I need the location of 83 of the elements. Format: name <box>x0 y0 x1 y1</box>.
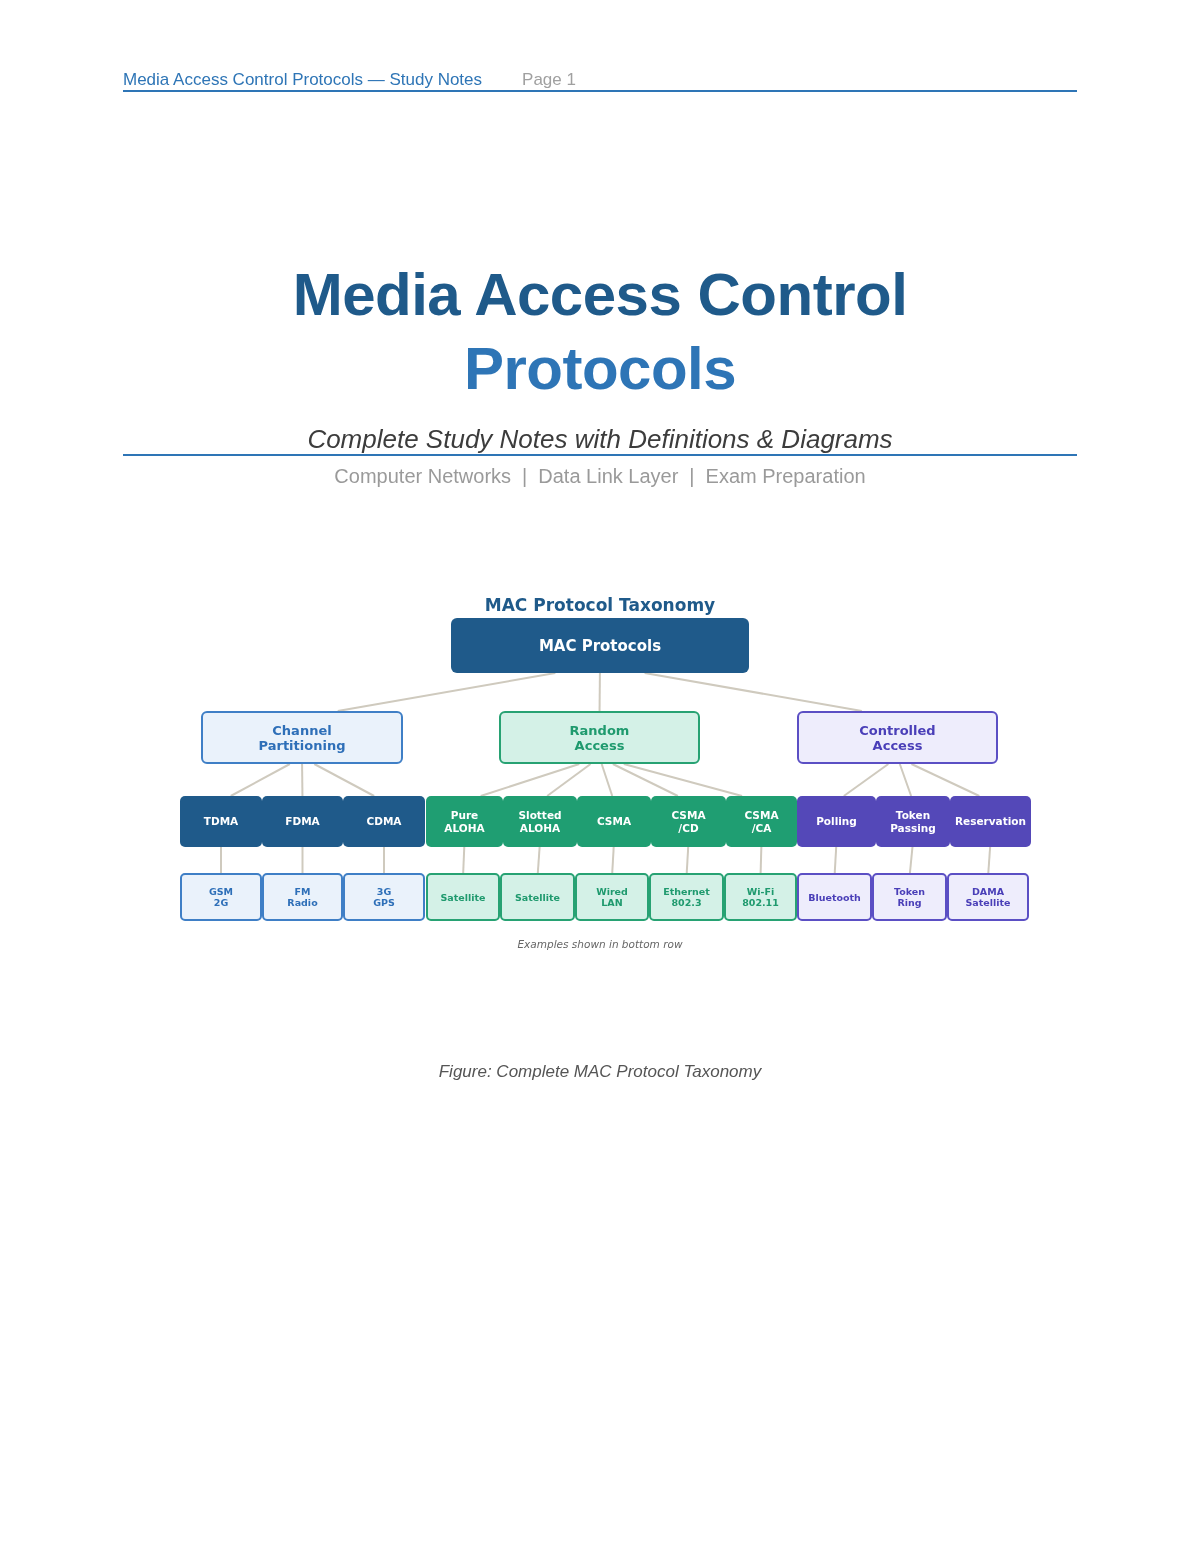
protocol-box <box>726 796 797 847</box>
node-label: Slotted ALOHA <box>518 808 562 835</box>
node-label: Random Access <box>569 722 630 753</box>
node-label: Satellite <box>515 891 560 903</box>
node-label: Bluetooth <box>808 891 861 903</box>
category-box <box>797 711 998 764</box>
example-box <box>500 873 575 921</box>
node-label: Wi-Fi 802.11 <box>742 886 779 908</box>
protocol-box <box>180 796 262 847</box>
node-label: CSMA <box>596 815 631 828</box>
connector-line <box>301 846 304 874</box>
topic-tag: Computer Networks <box>334 464 512 488</box>
node-label: 3G GPS <box>373 886 395 908</box>
connector-line <box>598 672 601 712</box>
node-label: Pure ALOHA <box>444 808 485 835</box>
node-label: FDMA <box>285 815 320 828</box>
connector-line <box>759 846 763 874</box>
node-label: Wired LAN <box>596 886 628 908</box>
connector-line <box>313 763 376 797</box>
protocol-box <box>797 796 876 847</box>
separator: | <box>689 464 695 488</box>
page-number: Page 1 <box>522 70 576 90</box>
node-label: Polling <box>816 815 857 828</box>
connector-line <box>842 763 890 797</box>
separator: | <box>522 464 528 488</box>
node-label: Token Ring <box>894 886 925 908</box>
running-header: Media Access Control Protocols — Study Notes <box>123 70 483 90</box>
connector-line <box>908 846 914 874</box>
connector-line <box>987 846 992 874</box>
node-label: DAMA Satellite <box>965 886 1011 908</box>
example-box <box>724 873 797 921</box>
protocol-box <box>343 796 425 847</box>
subtitle: Complete Study Notes with Definitions & Diagrams <box>307 423 893 455</box>
node-label: CDMA <box>366 815 402 828</box>
connector-line <box>622 763 744 797</box>
protocol-box <box>950 796 1031 847</box>
connector-line <box>220 846 222 874</box>
connector-line <box>910 763 981 797</box>
connector-line <box>229 763 291 797</box>
example-box <box>262 873 343 921</box>
connector-line <box>611 763 679 797</box>
example-box <box>575 873 649 921</box>
connector-line <box>600 763 614 797</box>
category-box <box>201 711 403 764</box>
example-box <box>343 873 425 921</box>
figure-caption: Figure: Complete MAC Protocol Taxonomy <box>437 1061 763 1083</box>
connector-line <box>643 672 863 712</box>
root-box <box>451 618 749 673</box>
figure-note: Examples shown in bottom row <box>517 937 683 951</box>
topic-tag: Data Link Layer <box>538 464 679 488</box>
connector-line <box>898 763 913 797</box>
node-label: CSMA /CD <box>671 808 706 835</box>
node-label: Reservation <box>955 815 1026 828</box>
connector-line <box>383 846 385 874</box>
node-label: MAC Protocols <box>538 636 662 655</box>
node-label: CSMA /CA <box>744 808 779 835</box>
example-box <box>872 873 947 921</box>
node-label: TDMA <box>203 815 239 828</box>
connector-line <box>536 846 541 874</box>
node-label: Controlled Access <box>859 722 936 753</box>
connector-line <box>301 763 304 797</box>
connector-line <box>462 846 466 874</box>
node-label: Token Passing <box>890 808 936 835</box>
node-label: FM Radio <box>287 886 318 908</box>
topic-tag: Exam Preparation <box>705 464 866 488</box>
example-box <box>947 873 1029 921</box>
example-box <box>426 873 500 921</box>
connector-line <box>833 846 838 874</box>
connector-line <box>336 672 557 712</box>
node-label: GSM 2G <box>208 886 234 908</box>
connector-line <box>479 763 581 797</box>
node-label: Satellite <box>440 891 486 903</box>
page-title: Media Access Control Protocols <box>291 260 909 404</box>
example-box <box>180 873 262 921</box>
connector-line <box>685 846 690 874</box>
node-label: Ethernet 802.3 <box>663 886 710 908</box>
protocol-box <box>426 796 503 847</box>
example-box <box>649 873 724 921</box>
example-box <box>797 873 872 921</box>
connector-line <box>546 763 592 797</box>
category-box <box>499 711 700 764</box>
connector-line <box>611 846 615 874</box>
node-label: Channel Partitioning <box>258 722 346 753</box>
